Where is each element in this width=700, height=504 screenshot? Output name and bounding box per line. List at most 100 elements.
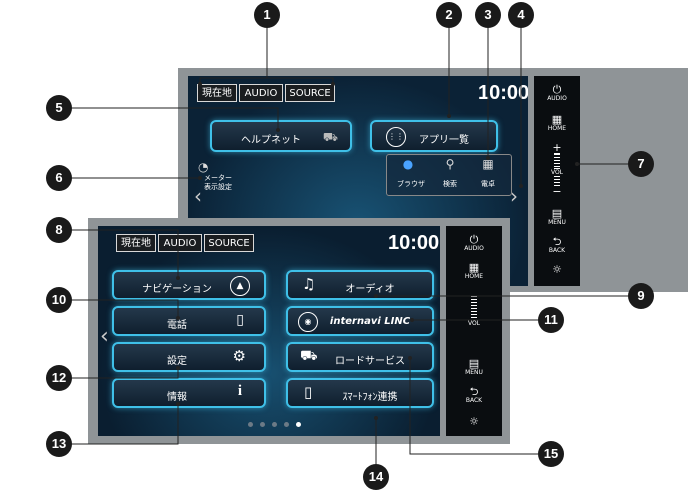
info-icon: i bbox=[237, 383, 242, 399]
side-menu-button[interactable]: ▤ MENU bbox=[534, 208, 580, 226]
globe-icon: ● bbox=[402, 157, 414, 171]
info-label: 情報 bbox=[167, 392, 187, 403]
left-arrow-icon[interactable]: ‹ bbox=[194, 184, 202, 208]
side-brightness-button[interactable]: ☼ bbox=[534, 264, 580, 275]
front-unit-screen: 現在地 AUDIO SOURCE 10:00 ナビゲーション ▲ 電話 ▯ 設定… bbox=[98, 226, 440, 436]
callout-1: 1 bbox=[254, 2, 280, 28]
tow-truck-icon: ⛟ bbox=[300, 348, 318, 364]
callout-2: 2 bbox=[436, 2, 462, 28]
callout-5: 5 bbox=[46, 95, 72, 121]
home-grid-icon: ▦ bbox=[551, 113, 563, 126]
side-home-button[interactable]: ▦ HOME bbox=[534, 114, 580, 132]
front-unit-side-panel: ⏻ AUDIO ▦ HOME VOL ▤ MENU ⮌ BACK ☼ bbox=[446, 226, 502, 436]
minus-icon: − bbox=[552, 185, 562, 198]
power-icon: ⏻ bbox=[552, 83, 562, 96]
page-dot[interactable] bbox=[248, 422, 253, 427]
side-home-button[interactable]: ▦ HOME bbox=[446, 262, 502, 280]
callout-11: 11 bbox=[538, 307, 564, 333]
side-audio-button[interactable]: ⏻ AUDIO bbox=[534, 84, 580, 102]
leader-line-12 bbox=[70, 368, 179, 379]
phone-label: 電話 bbox=[167, 320, 187, 331]
current-location-button[interactable]: 現在地 bbox=[116, 234, 156, 252]
callout-8: 8 bbox=[46, 217, 72, 243]
gauge-icon: ◔ bbox=[198, 160, 209, 174]
callout-15: 15 bbox=[538, 441, 564, 467]
app-list-tile[interactable]: ⋮⋮ アプリ一覧 bbox=[370, 120, 498, 152]
car-icon: ⛟ bbox=[322, 130, 338, 144]
leader-line-5 bbox=[70, 107, 279, 130]
side-back-button[interactable]: ⮌ BACK bbox=[534, 236, 580, 254]
side-menu-button[interactable]: ▤ MENU bbox=[446, 358, 502, 376]
back-arrow-icon: ⮌ bbox=[552, 235, 562, 248]
page-dot[interactable] bbox=[260, 422, 265, 427]
side-volume-control[interactable]: VOL bbox=[446, 296, 502, 327]
power-icon: ⏻ bbox=[469, 233, 479, 246]
meter-display-settings[interactable]: メーター 表示設定 bbox=[204, 174, 232, 191]
clock: 10:00 bbox=[388, 232, 440, 254]
volume-scale-icon bbox=[471, 296, 477, 320]
road-service-label: ロードサービス bbox=[335, 356, 405, 367]
navigation-tile[interactable]: ナビゲーション ▲ bbox=[112, 270, 266, 300]
internavi-label: internavi LINC bbox=[329, 316, 411, 327]
internavi-logo-icon: ◉ bbox=[298, 312, 318, 332]
magnifier-icon: ⚲ bbox=[445, 157, 455, 171]
side-back-button[interactable]: ⮌ BACK bbox=[446, 386, 502, 404]
audio-label: オーディオ bbox=[345, 284, 395, 295]
plus-icon: + bbox=[552, 141, 562, 154]
source-button[interactable]: SOURCE bbox=[285, 84, 335, 102]
leader-line-1 bbox=[199, 28, 268, 84]
music-note-icon: ♫ bbox=[302, 275, 316, 293]
brightness-icon: ☼ bbox=[552, 263, 562, 276]
callout-10: 10 bbox=[46, 287, 72, 313]
audio-tile[interactable]: ♫ オーディオ bbox=[286, 270, 434, 300]
callout-6: 6 bbox=[46, 165, 72, 191]
app-shortcut-group: ● ブラウザ ⚲ 検索 ▦ 電卓 bbox=[386, 154, 512, 196]
calculator-shortcut[interactable]: ▦ 電卓 bbox=[477, 157, 499, 190]
compass-icon: ▲ bbox=[230, 276, 250, 296]
smartphone-label: ｽﾏｰﾄﾌｫﾝ連携 bbox=[342, 392, 398, 403]
phone-tile[interactable]: 電話 ▯ bbox=[112, 306, 266, 336]
leader-line-15 bbox=[409, 358, 538, 455]
page-dot[interactable] bbox=[296, 422, 301, 427]
leader-line-8 bbox=[70, 229, 179, 278]
page-dot[interactable] bbox=[272, 422, 277, 427]
back-unit-side-panel: ⏻ AUDIO ▦ HOME + VOL − ▤ MENU ⮌ BACK ☼ bbox=[534, 76, 580, 286]
source-button[interactable]: SOURCE bbox=[204, 234, 254, 252]
smartphone-icon: ▯ bbox=[304, 383, 313, 401]
clock: 10:00 bbox=[478, 82, 528, 104]
leader-line-13 bbox=[70, 404, 179, 445]
side-volume-control[interactable]: + VOL − bbox=[534, 142, 580, 197]
internavi-tile[interactable]: ◉ internavi LINC bbox=[286, 306, 434, 336]
menu-icon: ▤ bbox=[551, 207, 563, 220]
browser-shortcut[interactable]: ● ブラウザ bbox=[397, 157, 425, 188]
settings-label: 設定 bbox=[167, 356, 187, 367]
side-brightness-button[interactable]: ☼ bbox=[446, 416, 502, 427]
side-audio-button[interactable]: ⏻ AUDIO bbox=[446, 234, 502, 252]
search-shortcut[interactable]: ⚲ 検索 bbox=[439, 157, 461, 190]
callout-3: 3 bbox=[475, 2, 501, 28]
back-arrow-icon: ⮌ bbox=[469, 385, 479, 398]
helpnet-label: ヘルプネット bbox=[241, 135, 301, 146]
menu-icon: ▤ bbox=[468, 357, 480, 370]
volume-scale-icon bbox=[554, 176, 560, 186]
audio-button[interactable]: AUDIO bbox=[158, 234, 202, 252]
settings-tile[interactable]: 設定 ⚙ bbox=[112, 342, 266, 372]
app-list-label: アプリ一覧 bbox=[419, 135, 469, 146]
callout-9: 9 bbox=[628, 283, 654, 309]
smartphone-tile[interactable]: ▯ ｽﾏｰﾄﾌｫﾝ連携 bbox=[286, 378, 434, 408]
callout-7: 7 bbox=[628, 151, 654, 177]
audio-button[interactable]: AUDIO bbox=[239, 84, 283, 102]
home-grid-icon: ▦ bbox=[468, 261, 480, 274]
callout-4: 4 bbox=[508, 2, 534, 28]
gear-icon: ⚙ bbox=[232, 347, 246, 365]
navigation-label: ナビゲーション bbox=[142, 284, 212, 295]
page-dot[interactable] bbox=[284, 422, 289, 427]
info-tile[interactable]: 情報 i bbox=[112, 378, 266, 408]
left-arrow-icon[interactable]: ‹ bbox=[100, 324, 109, 349]
current-location-button[interactable]: 現在地 bbox=[197, 84, 237, 102]
right-arrow-icon[interactable]: › bbox=[510, 184, 518, 208]
helpnet-tile[interactable]: ヘルプネット ⛟ bbox=[210, 120, 352, 152]
callout-12: 12 bbox=[46, 365, 72, 391]
callout-14: 14 bbox=[363, 464, 389, 490]
